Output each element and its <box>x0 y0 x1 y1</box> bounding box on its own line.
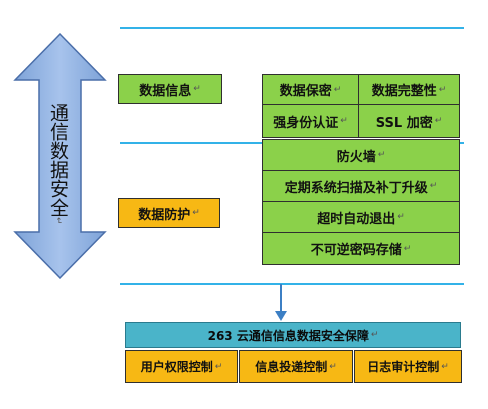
timeout-logout-box: 超时自动退出↵ <box>262 201 460 233</box>
data-integrity-box: 数据完整性↵ <box>358 74 460 105</box>
guarantee-title-box: 263 云通信信息数据安全保障↵ <box>125 322 461 348</box>
separator-line-top <box>120 27 464 29</box>
firewall-box: 防火墙↵ <box>262 139 460 171</box>
data-protect-box: 数据防护↵ <box>118 198 220 228</box>
down-arrow-icon <box>275 284 287 321</box>
double-arrow-icon <box>13 33 107 279</box>
separator-line-bottom <box>120 283 464 285</box>
patch-upgrade-box: 定期系统扫描及补丁升级↵ <box>262 170 460 202</box>
data-secrecy-box: 数据保密↵ <box>262 74 359 105</box>
data-info-box: 数据信息↵ <box>118 74 222 104</box>
side-label: 通信数据安全↵ <box>47 103 69 225</box>
strong-auth-box: 强身份认证↵ <box>262 104 359 138</box>
log-audit-box: 日志审计控制↵ <box>354 350 462 383</box>
ssl-encrypt-box: SSL 加密↵ <box>358 104 460 138</box>
irreversible-storage-box: 不可逆密码存储↵ <box>262 232 460 265</box>
delivery-control-box: 信息投递控制↵ <box>239 350 353 383</box>
user-access-box: 用户权限控制↵ <box>125 350 238 383</box>
